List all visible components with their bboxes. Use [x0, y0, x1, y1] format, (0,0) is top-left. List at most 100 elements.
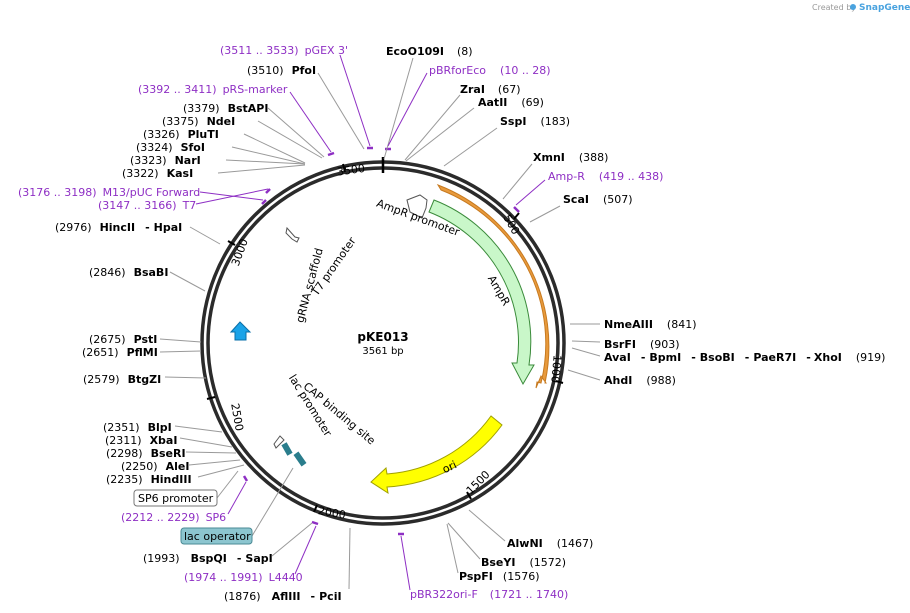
- connector-zrai: [404, 94, 461, 161]
- connector-pluti: [243, 133, 306, 164]
- connector-m13: [199, 191, 264, 201]
- connector-pbrforeco: [387, 72, 428, 147]
- site-label-xmni: XmnI(388): [533, 151, 608, 164]
- cap-binding-site-box: [281, 442, 293, 456]
- tick-2000: [313, 504, 318, 513]
- site-label-pluti: (3326)PluTI: [143, 128, 219, 141]
- sp6-promoter-label: SP6 promoter: [138, 492, 214, 505]
- ampr-orf-arc: [436, 184, 550, 389]
- lac-operator-label: lac operator: [184, 530, 251, 543]
- sp6-promoter-box: [133, 489, 218, 507]
- connector-ahdi: [567, 369, 601, 381]
- primer-label-amp-r: Amp-R(419 .. 438): [548, 170, 663, 183]
- connector-kasi: [217, 164, 306, 174]
- connector-pbr322ori: [400, 535, 411, 591]
- site-label-afliii-group: (1876)AflIII-PciI: [224, 590, 342, 603]
- connector-lac-operator: [251, 467, 294, 537]
- connector-hindiii: [197, 464, 245, 478]
- connector-sp6-promoter: [216, 470, 239, 499]
- connector-bstapi: [267, 107, 325, 158]
- site-label-pflmi: (2651)PflMI: [82, 346, 158, 359]
- site-label-hindiii: (2235)HindIII: [106, 473, 192, 486]
- connector-btgzi: [164, 376, 207, 379]
- connector-pfoi: [317, 72, 365, 150]
- connector-xbai: [179, 437, 233, 448]
- site-label-aatii: AatII(69): [478, 96, 544, 109]
- lac-operator-box-on-map: [293, 451, 307, 467]
- credit-text: Created by: [812, 3, 856, 12]
- connector-bseyi: [447, 522, 481, 560]
- connector-amp-r: [515, 179, 546, 206]
- primer-marker-l4440: [311, 520, 319, 526]
- primer-marker-t7: [265, 188, 271, 194]
- plasmid-name: pKE013: [357, 330, 408, 344]
- site-label-btgzi: (2579)BtgZI: [83, 373, 161, 386]
- connector-alwni: [468, 509, 506, 542]
- connector-bsrfi: [571, 340, 601, 343]
- connector-t7: [195, 188, 269, 205]
- site-label-pspfi: PspFI(1576): [459, 570, 539, 583]
- site-label-bstapi: (3379)BstAPI: [183, 102, 268, 115]
- connector-afliii: [348, 527, 351, 590]
- primer-label-pbr322ori: pBR322ori-F(1721 .. 1740): [410, 588, 568, 601]
- primer-marker-prs-marker: [327, 151, 335, 157]
- primer-label-l4440: (1974 .. 1991)L4440: [184, 571, 303, 584]
- tick-marks: [206, 163, 564, 513]
- site-label-bspqi-group: (1993)BspQI-SapI: [143, 552, 273, 565]
- ori-arrow: [370, 415, 503, 495]
- credit-brand: SnapGene: [859, 3, 910, 13]
- tick-500: [513, 212, 520, 220]
- tick-label-1000: 1000: [548, 354, 563, 383]
- primer-marker-sp6: [242, 475, 249, 482]
- snapgene-logo-icon: [850, 4, 856, 10]
- connector-nari: [225, 159, 306, 165]
- connector-pflmi: [159, 350, 202, 353]
- tick-2500: [206, 396, 216, 400]
- site-label-nmeaiii: NmeAIII(841): [604, 318, 697, 331]
- site-label-bsabi: (2846)BsaBI: [89, 266, 168, 279]
- tick-1000: [555, 380, 564, 384]
- primer-label-t7: (3147 .. 3166)T7: [98, 199, 196, 212]
- site-label-ndei: (3375)NdeI: [162, 115, 235, 128]
- site-connectors: [159, 57, 601, 590]
- connector-bsabi: [169, 271, 206, 292]
- site-label-sfoi: (3324)SfoI: [136, 141, 205, 154]
- grna-scaffold-arrow: [229, 321, 252, 341]
- connector-avai: [571, 347, 601, 357]
- connector-sfoi: [231, 146, 306, 165]
- tick-3000: [227, 240, 236, 246]
- site-label-zrai: ZraI(67): [460, 83, 521, 96]
- site-label-hincii-group: (2976)HincII-HpaI: [55, 221, 182, 234]
- connector-sspi: [443, 127, 498, 167]
- tick-1500: [466, 491, 472, 500]
- lac-operator-box: [180, 527, 253, 545]
- connector-bseri: [185, 451, 237, 454]
- site-label-avai-group: AvaI-BpmI-BsoBI-PaeR7I-XhoI(919): [604, 351, 885, 364]
- site-label-psti: (2675)PstI: [89, 333, 157, 346]
- site-label-bseyi: BseYI(1572): [481, 556, 566, 569]
- ori-label: ori: [440, 458, 458, 476]
- tick-label-2500: 2500: [228, 402, 246, 432]
- site-label-bseri: (2298)BseRI: [106, 447, 186, 460]
- primer-label-pgex3: (3511 .. 3533)pGEX 3': [220, 44, 348, 57]
- connector-scai: [529, 205, 561, 223]
- ampr-promoter-arrow: [406, 194, 428, 219]
- site-label-blpi: (2351)BlpI: [103, 421, 172, 434]
- primer-label-prs-marker: (3392 .. 3411)pRS-marker: [138, 83, 288, 96]
- site-label-alei: (2250)AleI: [121, 460, 189, 473]
- connector-blpi: [174, 425, 223, 433]
- tick-3500: [342, 163, 346, 173]
- connector-bspqi: [271, 522, 313, 557]
- connector-aatii: [405, 107, 475, 162]
- site-label-eco0109i: EcoO109I(8): [386, 45, 473, 58]
- plasmid-length: 3561 bp: [362, 346, 403, 357]
- connector-xmni: [502, 163, 533, 200]
- tick-label-2000: 2000: [317, 504, 347, 522]
- site-label-bsrfi: BsrFI(903): [604, 338, 680, 351]
- ampr-gene-arrow: [428, 199, 535, 386]
- connector-psti: [159, 338, 202, 343]
- connector-sp6: [227, 481, 247, 515]
- primer-marker-m13: [261, 199, 267, 205]
- lac-promoter-arrow: [273, 435, 285, 449]
